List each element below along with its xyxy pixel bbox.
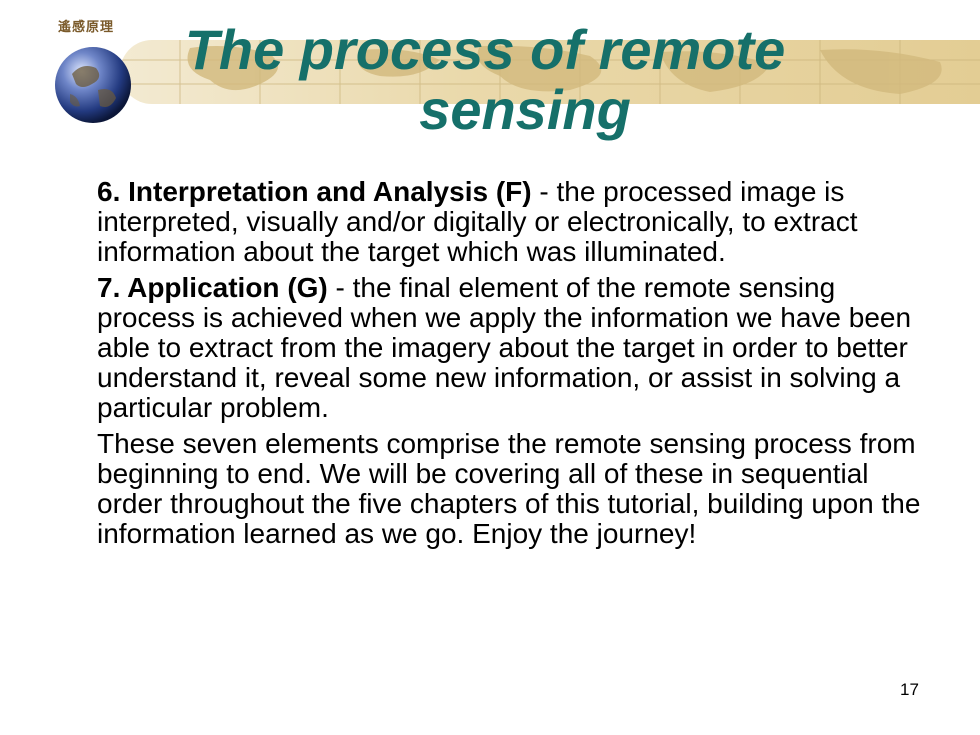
- item7-label: 7. Application (G): [97, 272, 328, 303]
- item7-text: - the final element of the remote sensin…: [97, 272, 912, 423]
- paragraph-application: 7. Application (G) - the final element o…: [97, 273, 927, 423]
- title-line-2: sensing: [419, 78, 631, 141]
- world-map-decoration: [120, 40, 980, 104]
- header-banner: [120, 40, 980, 104]
- item6-text: - the processed image is interpreted, vi…: [97, 176, 858, 267]
- paragraph-summary: These seven elements comprise the remote…: [97, 428, 921, 549]
- page-number: 17: [900, 680, 919, 699]
- item6-label: 6. Interpretation and Analysis (F): [97, 176, 532, 207]
- paragraph-interpretation: 6. Interpretation and Analysis (F) - the…: [97, 177, 927, 267]
- slide-title: The process of remote sensing: [0, 20, 980, 140]
- logo-text: 遙感原理: [58, 20, 115, 35]
- slide-body: 6. Interpretation and Analysis (F) - the…: [97, 177, 927, 555]
- globe-icon: [55, 47, 131, 123]
- title-line-1: The process of remote: [184, 18, 786, 81]
